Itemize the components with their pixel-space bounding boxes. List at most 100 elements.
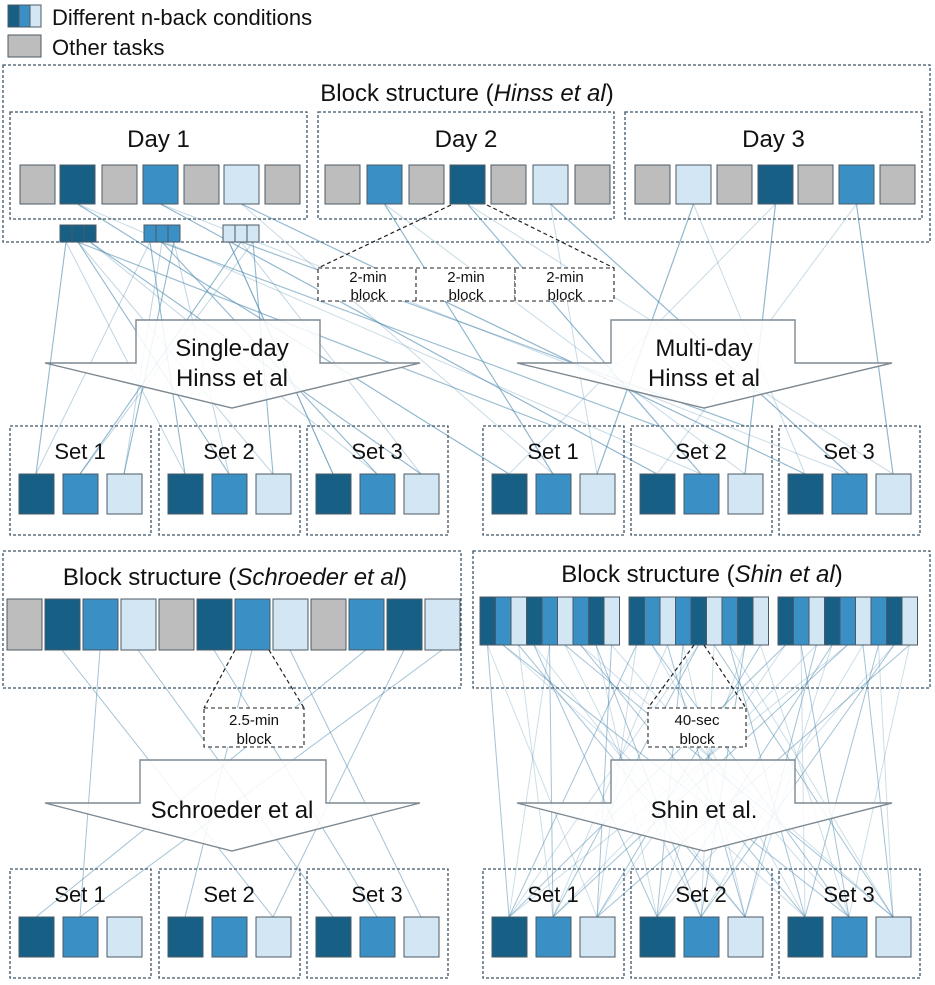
schroeder-set-block [403,916,440,958]
two-min-label: block [350,287,386,304]
day-box [317,111,615,220]
shin-block [541,596,558,646]
shin-set-block [831,916,868,958]
title-suffix: ) [399,564,407,591]
multi-day-set-block [727,473,764,515]
single-day-set-block [211,473,248,515]
shin-link [848,644,910,918]
schroeder-block [196,598,233,651]
shin-block [901,596,918,646]
multi-day-set-label: Set 1 [527,439,578,464]
shin-block [588,596,605,646]
day-box [9,111,308,220]
single-day-set-label: Set 3 [351,439,402,464]
shin-block [690,596,707,646]
title-suffix: ) [835,561,843,588]
shin-set-box [778,868,921,979]
multi-day-set-block [491,473,528,515]
multi-day-set-block [787,473,824,515]
day-box [624,111,923,220]
shin-set-block [491,916,528,958]
shin-block [495,596,512,646]
day-block [324,164,361,205]
shin-set-block [535,916,572,958]
shin-sub-label: block [679,731,715,748]
multi-day-set-block [683,473,720,515]
title-italic: Shin et al [735,561,836,588]
shin-block [870,596,887,646]
shin-block [659,596,676,646]
shin-set-box [482,868,625,979]
day-block [574,164,611,205]
shin-block [628,596,645,646]
schroeder-link [79,649,101,918]
multi-day-set-block [535,473,572,515]
shin-block [644,596,661,646]
schroeder-block [386,598,423,651]
day-block [223,164,260,205]
legend-swatch-dark [7,4,20,28]
two-min-label: 2-min [349,269,387,286]
shin-block [603,596,620,646]
multi-day-set-label: Set 2 [675,439,726,464]
multi-day-set-box [482,425,625,536]
multi-day-link [241,203,806,475]
shin-arrow [516,759,893,852]
shin-link [518,644,554,918]
title-italic: Schroeder et al [236,564,399,591]
day-block [142,164,179,205]
schroeder-set-box [9,868,152,979]
legend-swatch-light [29,4,42,28]
mini-block [83,224,97,243]
day-block [757,164,794,205]
single-day-link [35,241,151,475]
schroeder-set-block [315,916,352,958]
title-prefix: Block structure ( [561,561,734,588]
shin-sub-block [647,707,747,748]
day-label: Day 3 [742,126,805,153]
day-block [879,164,916,205]
mini-block [143,224,157,243]
multi-day-link [467,203,702,475]
shin-link [487,644,598,918]
schroeder-block [272,598,309,651]
multi-day-set-box [778,425,921,536]
shin-block [886,596,903,646]
day-block [366,164,403,205]
schroeder-set-box [306,868,449,979]
single-day-set-block [315,473,352,515]
day-block [183,164,220,205]
two-min-block [317,267,418,302]
schroeder-zoom-right [268,649,305,709]
schroeder-zoom-left [203,649,236,709]
mini-block [155,224,169,243]
mini-block [222,224,236,243]
schroeder-block [82,598,119,651]
two-min-block [514,267,615,302]
shin-link [713,644,894,918]
mini-block [71,224,85,243]
shin-block [675,596,692,646]
multi-day-set-block [831,473,868,515]
single-day-link [240,241,422,475]
schroeder-block [234,598,271,651]
shin-link [862,644,894,918]
shin-link [508,644,699,918]
shin-set-label: Set 1 [527,882,578,907]
schroeder-set-block [62,916,99,958]
single-day-set-block [403,473,440,515]
day-block [532,164,569,205]
shin-link [596,644,612,918]
schroeder-arrow [44,759,421,852]
day-label: Day 1 [127,126,190,153]
mini-block [167,224,181,243]
shin-link [800,644,806,918]
shin-block [793,596,810,646]
day-block [101,164,138,205]
shin-block-structure [472,550,931,689]
day-block [716,164,753,205]
shin-link [552,644,668,918]
shin-set-block [639,916,676,958]
day-block [264,164,301,205]
